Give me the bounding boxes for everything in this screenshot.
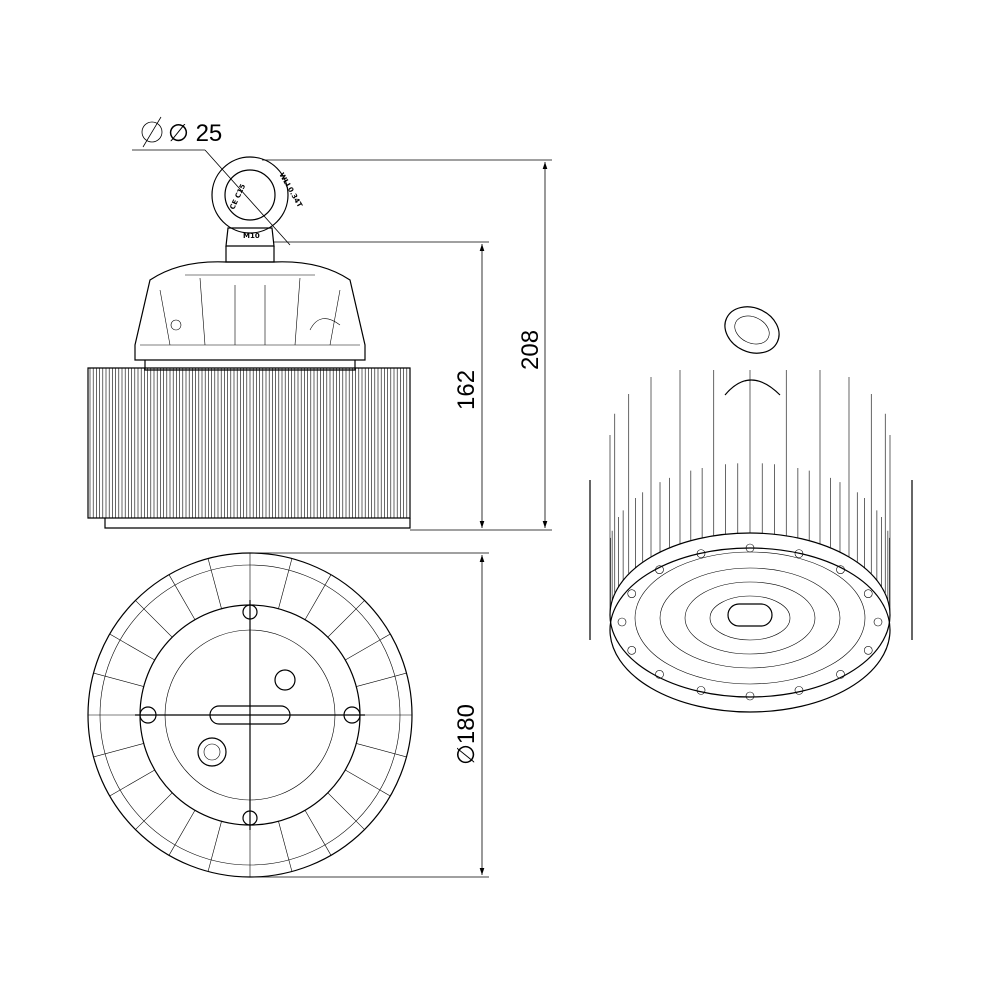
screw-hole — [655, 565, 664, 574]
screw-hole — [745, 691, 755, 701]
screw-hole — [836, 670, 845, 679]
screw-hole — [696, 549, 706, 558]
eye-bolt-marking-right: WLL0.34T — [277, 171, 303, 209]
screw-hole — [873, 617, 883, 627]
screw-hole — [863, 646, 873, 655]
drawing-line — [109, 633, 155, 661]
drawing-line — [207, 821, 222, 872]
drawing-line — [304, 810, 332, 856]
eye-diameter-label: ∅ 25 — [168, 120, 222, 147]
screw-hole — [696, 686, 706, 695]
housing — [134, 261, 366, 371]
drawing-line — [356, 743, 407, 758]
drawing-line — [278, 558, 293, 609]
drawing-line — [207, 558, 222, 609]
screw-hole — [863, 589, 873, 598]
drawing-line — [93, 743, 144, 758]
screw-hole — [655, 670, 664, 679]
dimension-body-diameter: ∅180 — [250, 552, 489, 878]
drawing-line — [356, 672, 407, 687]
front-view: CE C15 WLL0.34T M10 — [87, 156, 411, 529]
dimension-body-height: 162 — [274, 241, 489, 528]
screw-hole — [627, 646, 637, 655]
screw-hole — [627, 589, 637, 598]
total-height-label: 208 — [517, 330, 544, 370]
screw-hole — [745, 543, 755, 553]
body-diameter-label: ∅180 — [453, 704, 480, 765]
screw-hole — [794, 686, 804, 695]
drawing-line — [304, 574, 332, 620]
bottom-view — [87, 552, 413, 878]
drawing-line — [135, 792, 173, 830]
dimension-eye-diameter: ∅ 25 — [132, 116, 291, 246]
screw-hole — [794, 549, 804, 558]
drawing-line — [168, 574, 196, 620]
screw-hole — [617, 617, 627, 627]
drawing-line — [109, 769, 155, 797]
drawing-line — [135, 600, 173, 638]
drawing-line — [168, 810, 196, 856]
drawing-line — [345, 633, 391, 661]
drawing-line — [345, 769, 391, 797]
dimension-total-height: 208 — [262, 159, 552, 531]
screw-hole — [836, 565, 845, 574]
eye-bolt-thread: M10 — [243, 232, 260, 240]
drawing-line — [93, 672, 144, 687]
drawing-line — [327, 600, 365, 638]
body-height-label: 162 — [453, 370, 480, 410]
isometric-view — [589, 306, 913, 713]
base-plate — [104, 518, 411, 529]
drawing-line — [278, 821, 293, 872]
heatsink-fins — [89, 368, 411, 518]
drawing-line — [327, 792, 365, 830]
